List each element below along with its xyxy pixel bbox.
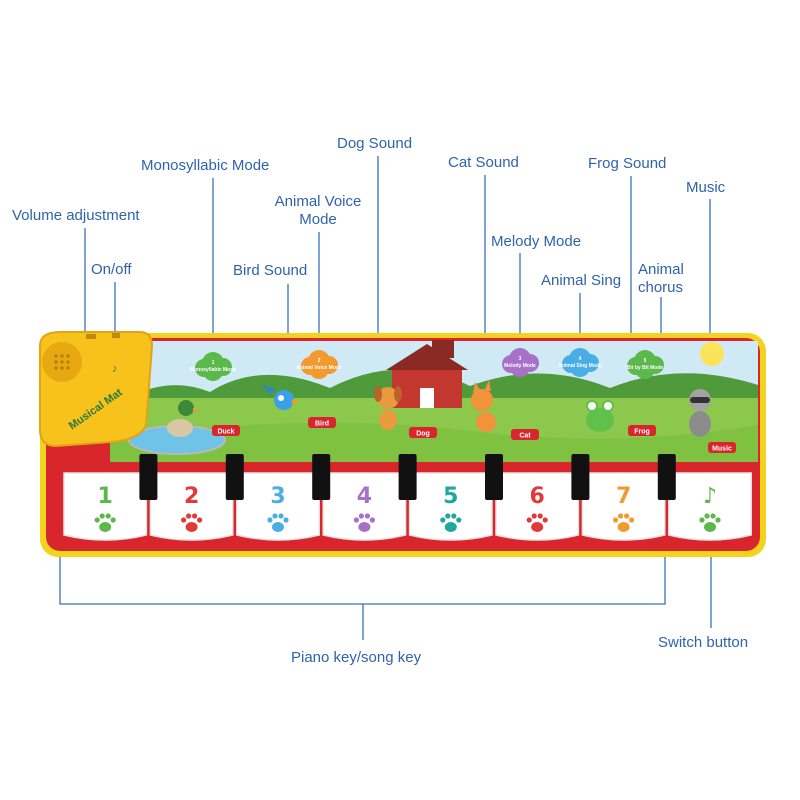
callout-on-off: On/off — [91, 261, 132, 278]
paw-print-icon — [353, 513, 375, 532]
animal-tag-text: Bird — [315, 421, 329, 428]
animal-tag-text: Frog — [634, 429, 650, 436]
animal-tag-duck: Duck — [212, 425, 240, 436]
paw-print-icon — [526, 513, 548, 532]
piano-key-1[interactable]: 1 — [63, 472, 148, 541]
piano-key-3[interactable]: 3 — [236, 472, 320, 541]
mode-cloud-number: 5 — [644, 358, 647, 364]
piano-key-number: 7 — [616, 484, 631, 509]
piano-key-6[interactable]: 6 — [495, 472, 580, 541]
piano-key-number: 5 — [443, 484, 458, 509]
animal-tag-dog: Dog — [409, 427, 437, 438]
callout-music: Music — [686, 179, 726, 196]
animal-tag-text: Dog — [416, 431, 430, 438]
bird-icon[interactable] — [262, 384, 299, 410]
black-key[interactable] — [312, 454, 331, 500]
dog-icon[interactable] — [374, 386, 402, 430]
piano-key-number: 2 — [184, 484, 199, 509]
piano-key-5[interactable]: 5 — [408, 472, 493, 541]
piano-key-4[interactable]: 4 — [322, 472, 407, 541]
leader-piano-bracket — [59, 556, 666, 605]
mode-cloud-number: 3 — [519, 356, 522, 362]
mode-cloud-label: Melody Mode — [504, 363, 536, 369]
black-key[interactable] — [398, 454, 417, 500]
animal-tag-text: Cat — [519, 433, 531, 440]
mode-cloud-label: Animal Sing Mode — [558, 363, 602, 369]
paw-print-icon — [613, 513, 635, 532]
power-switch[interactable] — [112, 333, 120, 338]
paw-print-icon — [267, 513, 289, 532]
raccoon-icon[interactable] — [689, 389, 711, 437]
mode-cloud-label: Monosyllabic Mode — [190, 367, 236, 373]
callout-animal-chorus-line2: chorus — [638, 279, 684, 296]
animal-tag-bird: Bird — [308, 417, 336, 428]
animal-tag-music: Music — [708, 442, 736, 453]
callout-frog-sound: Frog Sound — [588, 155, 667, 172]
callout-melody-mode: Melody Mode — [491, 233, 582, 250]
animal-tag-cat: Cat — [511, 429, 539, 440]
black-key[interactable] — [139, 454, 158, 500]
callout-animal-voice-line2: Mode — [299, 211, 337, 228]
callout-monosyllabic-mode: Monosyllabic Mode — [141, 157, 270, 174]
piano-keys: 1 2 3 4 5 6 7 ♪ — [63, 454, 752, 541]
mode-cloud-number: 4 — [579, 356, 582, 362]
black-key[interactable] — [225, 454, 244, 500]
callout-volume-adjustment: Volume adjustment — [12, 207, 140, 224]
black-key[interactable] — [657, 454, 676, 500]
piano-key-number: 6 — [530, 484, 545, 509]
music-note-icon: ♪ — [112, 363, 118, 375]
piano-key-8[interactable]: ♪ — [668, 472, 752, 541]
animal-tag-frog: Frog — [628, 425, 656, 436]
paw-print-icon — [699, 513, 721, 532]
callout-bird-sound: Bird Sound — [233, 262, 308, 279]
cat-icon[interactable] — [471, 380, 496, 432]
paw-print-icon — [181, 513, 203, 532]
piano-key-2[interactable]: 2 — [149, 472, 234, 541]
callout-animal-voice-line1: Animal Voice — [274, 193, 362, 210]
frog-icon[interactable] — [586, 400, 614, 432]
piano-key-7[interactable]: 7 — [581, 472, 666, 541]
paw-print-icon — [94, 513, 116, 532]
black-key[interactable] — [485, 454, 503, 500]
paw-print-icon — [440, 513, 462, 532]
barn-icon — [386, 340, 468, 408]
volume-knob[interactable] — [86, 334, 96, 339]
callout-animal-sing: Animal Sing — [541, 272, 622, 289]
mode-cloud-number: 1 — [212, 360, 215, 366]
callout-switch-button: Switch button — [658, 634, 749, 651]
piano-key-number: 4 — [357, 484, 372, 509]
grass-front — [110, 422, 758, 462]
speaker-holes — [54, 354, 70, 370]
piano-key-number: 1 — [98, 484, 113, 509]
black-key[interactable] — [571, 454, 590, 500]
piano-key-number: ♪ — [703, 484, 717, 509]
callout-animal-voice-mode: Animal Voice Mode — [268, 193, 368, 229]
mode-cloud-number: 2 — [318, 358, 321, 364]
speaker-panel[interactable]: Musical Mat ♪ — [39, 331, 154, 448]
piano-key-number: 3 — [270, 484, 285, 509]
animal-tag-text: Duck — [217, 429, 234, 436]
sun-icon — [700, 342, 724, 366]
duck-icon[interactable] — [167, 400, 200, 437]
callout-animal-chorus: Animal chorus — [638, 261, 684, 297]
callout-cat-sound: Cat Sound — [448, 154, 519, 171]
mode-cloud-label: Animal Voice Mode — [296, 365, 342, 371]
callout-dog-sound: Dog Sound — [337, 135, 413, 152]
animals — [167, 380, 711, 437]
mode-cloud-label: Bit by Bit Mode — [627, 365, 664, 371]
animal-tag-text: Music — [712, 446, 732, 453]
callout-piano-key: Piano key/song key — [291, 649, 422, 666]
callout-animal-chorus-line1: Animal — [638, 261, 684, 278]
